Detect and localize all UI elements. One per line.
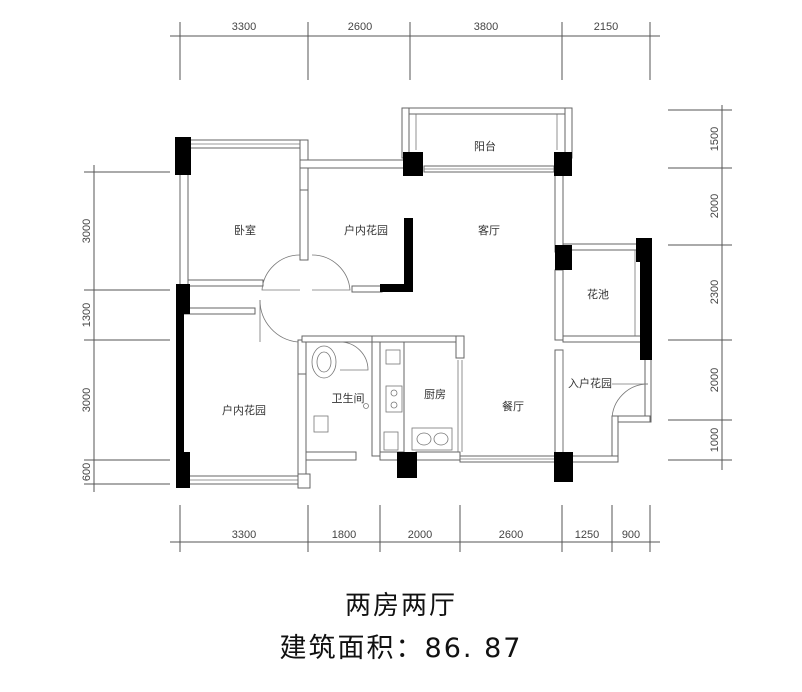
left-dimension: 3000 <box>81 219 93 243</box>
top-dimension: 2150 <box>594 21 618 33</box>
right-dimension: 1500 <box>709 127 721 151</box>
right-dimension: 1000 <box>709 428 721 452</box>
left-dimensions: 3000 1300 3000 600 <box>81 219 93 481</box>
bottom-dimension: 2000 <box>408 529 432 541</box>
bottom-dimension: 1250 <box>575 529 599 541</box>
dimension-lines <box>84 22 732 552</box>
left-dimension: 3000 <box>81 388 93 412</box>
left-dimension: 600 <box>81 463 93 481</box>
bottom-dimension: 2600 <box>499 529 523 541</box>
floor-area-label: 建筑面积：86. 87 <box>279 633 523 664</box>
right-dimension: 2000 <box>709 368 721 392</box>
structural-columns <box>175 137 652 488</box>
room-label-kitchen: 厨房 <box>424 388 446 401</box>
room-label-dining: 餐厅 <box>502 399 524 413</box>
right-dimension: 2000 <box>709 194 721 218</box>
plan-title: 两房两厅 <box>344 591 457 621</box>
bottom-dimensions: 3300 1800 2000 2600 1250 900 <box>232 529 640 541</box>
bottom-dimension: 1800 <box>332 529 356 541</box>
top-dimension: 2600 <box>348 21 372 33</box>
right-dimensions: 1500 2000 2300 2000 1000 <box>709 127 721 452</box>
top-dimensions: 3300 2600 3800 2150 <box>232 21 618 33</box>
bottom-dimension: 900 <box>622 529 640 541</box>
right-dimension: 2300 <box>709 280 721 304</box>
top-dimension: 3300 <box>232 21 256 33</box>
floor-plan: 3300 2600 3800 2150 3300 1800 2000 2600 … <box>81 21 732 552</box>
fixtures <box>311 345 453 451</box>
bottom-dimension: 3300 <box>232 529 256 541</box>
left-dimension: 1300 <box>81 303 93 327</box>
door-swings <box>259 254 649 421</box>
room-label-living: 客厅 <box>478 223 500 237</box>
walls <box>179 107 652 489</box>
room-label-planter: 花池 <box>587 288 609 301</box>
room-label-entry-garden: 入户花园 <box>568 376 612 390</box>
room-label-garden-lower: 户内花园 <box>222 403 266 417</box>
room-label-bathroom: 卫生间 <box>332 391 365 405</box>
room-label-balcony: 阳台 <box>474 139 496 153</box>
top-dimension: 3800 <box>474 21 498 33</box>
room-labels: 卧室 户内花园 客厅 阳台 花池 入户花园 卫生间 厨房 餐厅 户内花园 <box>222 139 612 417</box>
room-label-garden-upper: 户内花园 <box>344 223 388 237</box>
room-label-bedroom: 卧室 <box>234 223 256 237</box>
